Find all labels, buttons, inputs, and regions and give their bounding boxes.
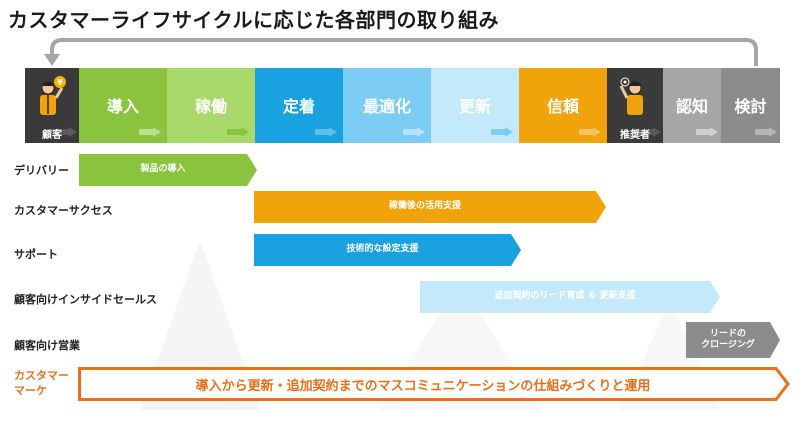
stage-label: 検討: [734, 96, 767, 116]
page-title: カスタマーライフサイクルに応じた各部門の取り組み: [8, 8, 499, 32]
arrow-right-icon: [55, 127, 77, 137]
bar-text: 技術的な設定支援: [346, 244, 419, 255]
stage-label: 最適化: [362, 96, 411, 116]
stage-trust: 信頼: [519, 68, 607, 143]
arrow-right-icon: [139, 127, 161, 137]
arrow-right-icon: [315, 127, 337, 137]
svg-text:¥: ¥: [57, 78, 63, 87]
row-label-delivery: デリバリー: [14, 164, 69, 177]
arrow-right-icon: [639, 127, 661, 137]
bar-text: 導入から更新・追加契約までのマスコミュニケーションの仕組みづくりと運用: [195, 378, 651, 394]
stage-label: 顧客: [42, 130, 62, 141]
bar-customer-sales: リードの クロージング: [686, 322, 780, 358]
row-label-customer-success: カスタマーサクセス: [14, 204, 113, 217]
stage-optimization: 最適化: [343, 68, 431, 143]
bar-customer-inside-sales: 追加契約のリード育成 ＆ 更新支援: [420, 281, 720, 313]
stage-label: 信頼: [546, 96, 579, 116]
arrow-right-icon: [579, 127, 601, 137]
arrow-right-icon: [227, 127, 249, 137]
bar-text: 追加契約のリード育成 ＆ 更新支援: [494, 291, 636, 302]
bar-text: リードの クロージング: [686, 322, 780, 358]
row-label-customer-inside-sales: 顧客向けインサイドセールス: [14, 293, 157, 306]
bar-shape: [686, 322, 780, 358]
arrow-right-icon: [491, 127, 513, 137]
arrow-right-icon: [403, 127, 425, 137]
stage-label: 定着: [282, 96, 315, 116]
bar-shape: [254, 234, 521, 266]
label-line: カスタマー: [14, 369, 69, 382]
stage-label: 推奨者: [620, 130, 650, 141]
row-label-customer-sales: 顧客向け営業: [14, 339, 80, 352]
stage-label: 認知: [675, 96, 708, 116]
bar-delivery: 製品の導入: [79, 154, 257, 186]
stage-awareness: 認知: [663, 68, 721, 143]
bar-shape: [79, 154, 257, 186]
stage-promoter: 推奨者: [607, 68, 663, 143]
stage-renewal: 更新: [431, 68, 519, 143]
bar-text: 稼働後の活用支援: [388, 201, 461, 212]
lifecycle-stage-band: ¥ 顧客 導入 稼働 定着 最適化 更新 信頼: [25, 68, 780, 143]
row-label-support: サポート: [14, 248, 58, 261]
stage-introduction: 導入: [79, 68, 167, 143]
stage-customer: ¥ 顧客: [25, 68, 79, 143]
stage-label: 更新: [458, 96, 491, 116]
arrow-right-icon: [696, 127, 718, 137]
stage-adoption: 定着: [255, 68, 343, 143]
bar-customer-success: 稼働後の活用支援: [254, 191, 606, 223]
stage-label: 稼働: [194, 96, 227, 116]
bar-text-line: クロージング: [701, 340, 755, 350]
bar-customer-marketing: [78, 367, 790, 401]
arrow-right-icon: [755, 127, 777, 137]
lifecycle-loop-arrow: [44, 38, 758, 66]
stage-label: 導入: [106, 96, 139, 116]
bar-support: 技術的な設定支援: [254, 234, 521, 266]
row-label-customer-marketing: カスタマー マーケ: [14, 369, 69, 399]
bar-text: 製品の導入: [140, 164, 186, 175]
customer-person-icon: ¥: [40, 76, 66, 115]
bar-shape: [420, 281, 720, 313]
stage-operation: 稼働: [167, 68, 255, 143]
bar-text-line: リードの: [709, 328, 746, 339]
promoter-person-icon: [619, 77, 643, 115]
stage-consideration: 検討: [721, 68, 780, 143]
bar-shape: [254, 191, 606, 223]
label-line: マーケ: [14, 383, 47, 397]
